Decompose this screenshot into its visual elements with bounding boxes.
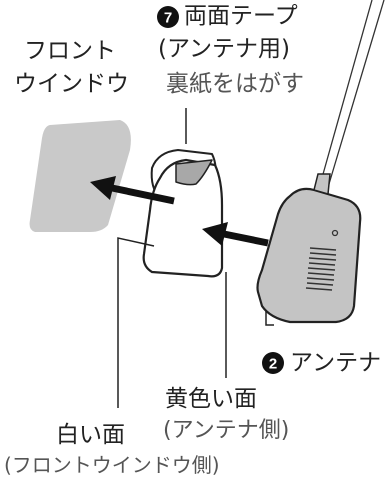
- tape-note: 裏紙をはがす: [166, 71, 304, 97]
- antenna-body-shape: [256, 187, 362, 324]
- white-side-note: (フロントウインドウ側): [4, 453, 220, 477]
- number-7-text: 7: [164, 10, 172, 27]
- yellow-side-note: (アンテナ側): [163, 418, 290, 443]
- antenna-cable-line: [317, 0, 373, 193]
- arrow-to-windshield: [90, 176, 175, 205]
- number-2-badge: [262, 352, 284, 374]
- arrow-to-tape: [202, 222, 269, 247]
- tape-body-shape: [142, 158, 224, 278]
- antenna-grille: [305, 247, 337, 291]
- number-2-text: 2: [269, 356, 277, 373]
- tape-title: 両面テープ: [184, 3, 298, 29]
- peeled-backing-paper: [175, 159, 213, 186]
- antenna-cable-base: [313, 173, 331, 195]
- windshield-shape: [29, 120, 131, 232]
- windshield-line2: ウインドウ: [14, 71, 129, 97]
- tape-subtitle: (アンテナ用): [158, 36, 291, 62]
- windshield-line1: フロント: [24, 38, 116, 64]
- yellow-side-label: 黄色い面: [165, 386, 257, 412]
- leader-white-side: [117, 237, 155, 408]
- white-side-label: 白い面: [56, 422, 125, 448]
- antenna-indicator-dot: [331, 229, 339, 237]
- antenna-label: アンテナ: [290, 350, 382, 376]
- antenna-cable-line: [325, 0, 385, 195]
- number-7-badge: [157, 6, 179, 28]
- leader-antenna: [265, 310, 274, 326]
